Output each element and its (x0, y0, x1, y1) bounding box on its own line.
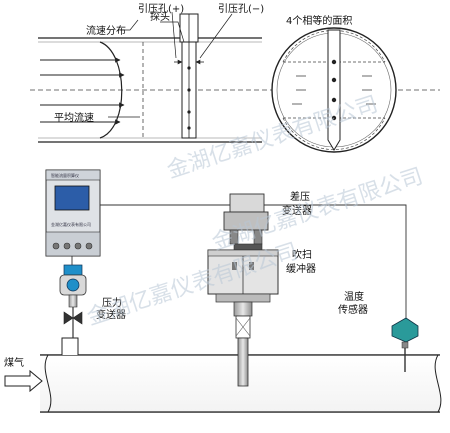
velocity-distribution-label: 流速分布 (86, 24, 126, 37)
probe-label: 探头 (150, 10, 170, 23)
average-velocity-label: 平均流速 (54, 111, 94, 124)
dp-transmitter-label-1: 差压 (290, 190, 310, 203)
gas-inlet-label: 煤气 (4, 356, 24, 369)
dp-transmitter-label-2: 变送器 (282, 204, 312, 217)
pressure-transmitter-label-1: 压力 (102, 296, 122, 309)
panel-header-text: 智能流量积算仪 (51, 172, 79, 178)
temperature-sensor: 温度 传感器 (338, 290, 419, 372)
flow-computer-panel: 智能流量积算仪 金湖亿嘉仪表有限公司 (45, 169, 101, 257)
main-gas-pipe: 煤气 (4, 337, 442, 413)
gas-inlet-arrow (4, 369, 43, 393)
panel-display-screen (54, 185, 90, 211)
dp-transmitter-assembly: 差压 变送器 吹扫 缓冲器 (207, 190, 316, 387)
equal-area-circle: 4个相等的面积 (271, 14, 397, 153)
purge-buffer-label-1: 吹扫 (292, 248, 312, 261)
equal-areas-label: 4个相等的面积 (286, 14, 352, 27)
probe-rod (179, 13, 199, 139)
pressure-transmitter-label-2: 变送器 (96, 308, 126, 321)
panel-footer-text: 金湖亿嘉仪表有限公司 (51, 221, 91, 227)
port-plus-label: 引压孔(+) (138, 3, 184, 15)
temperature-sensor-label-2: 传感器 (338, 303, 368, 316)
velocity-profile-curve (99, 41, 123, 139)
probe-stem (237, 337, 249, 387)
port-minus-label: 引压孔(−) (218, 3, 264, 15)
temperature-sensor-label-1: 温度 (344, 290, 364, 303)
pressure-transmitter: 压力 变送器 (59, 264, 126, 338)
purge-buffer-label-2: 缓冲器 (286, 262, 316, 275)
top-pipe-diagram: 流速分布 探头 引压孔(+) 引压孔(−) 平均流速 (30, 3, 440, 143)
